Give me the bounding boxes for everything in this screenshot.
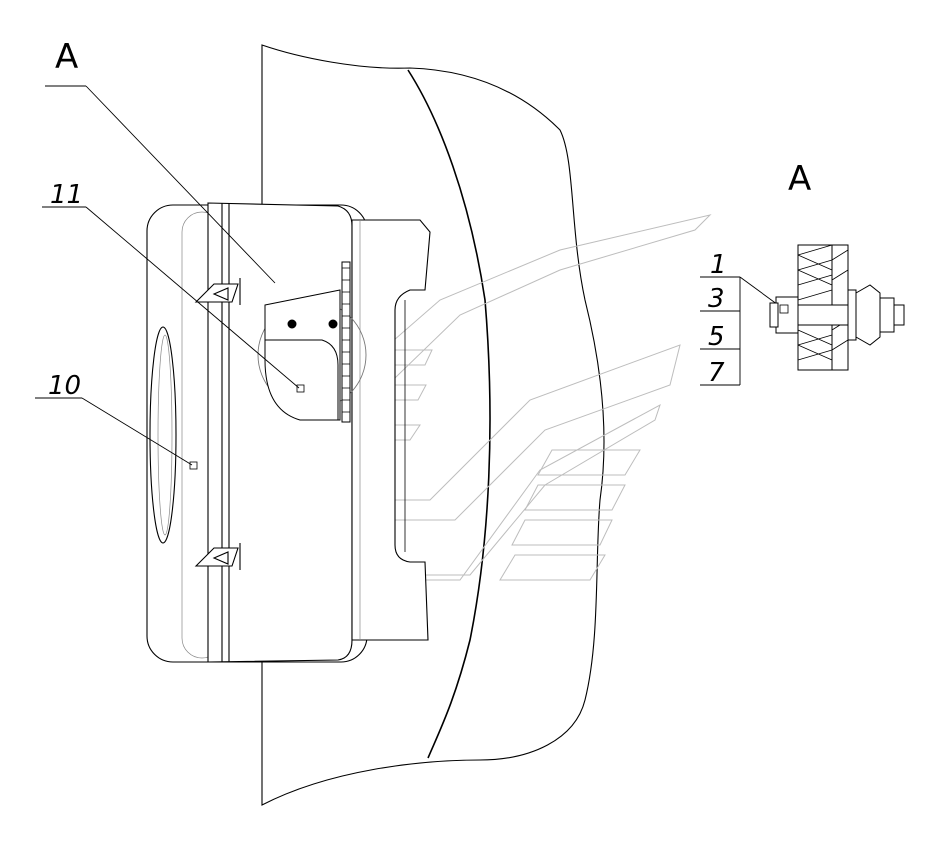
callout-7: 7 xyxy=(708,358,725,388)
callout-3: 3 xyxy=(708,284,725,314)
leader-lines xyxy=(35,85,786,466)
view-label-a-main: A xyxy=(55,37,78,77)
lamp-housing xyxy=(146,202,431,663)
view-label-a-detail: A xyxy=(788,159,811,199)
callout-1: 1 xyxy=(710,250,727,280)
callout-5: 5 xyxy=(708,322,725,352)
detail-a-bolt-section xyxy=(769,244,905,371)
callout-10: 10 xyxy=(48,371,81,401)
detail-circle-a xyxy=(189,261,367,470)
callout-11: 11 xyxy=(50,180,83,210)
